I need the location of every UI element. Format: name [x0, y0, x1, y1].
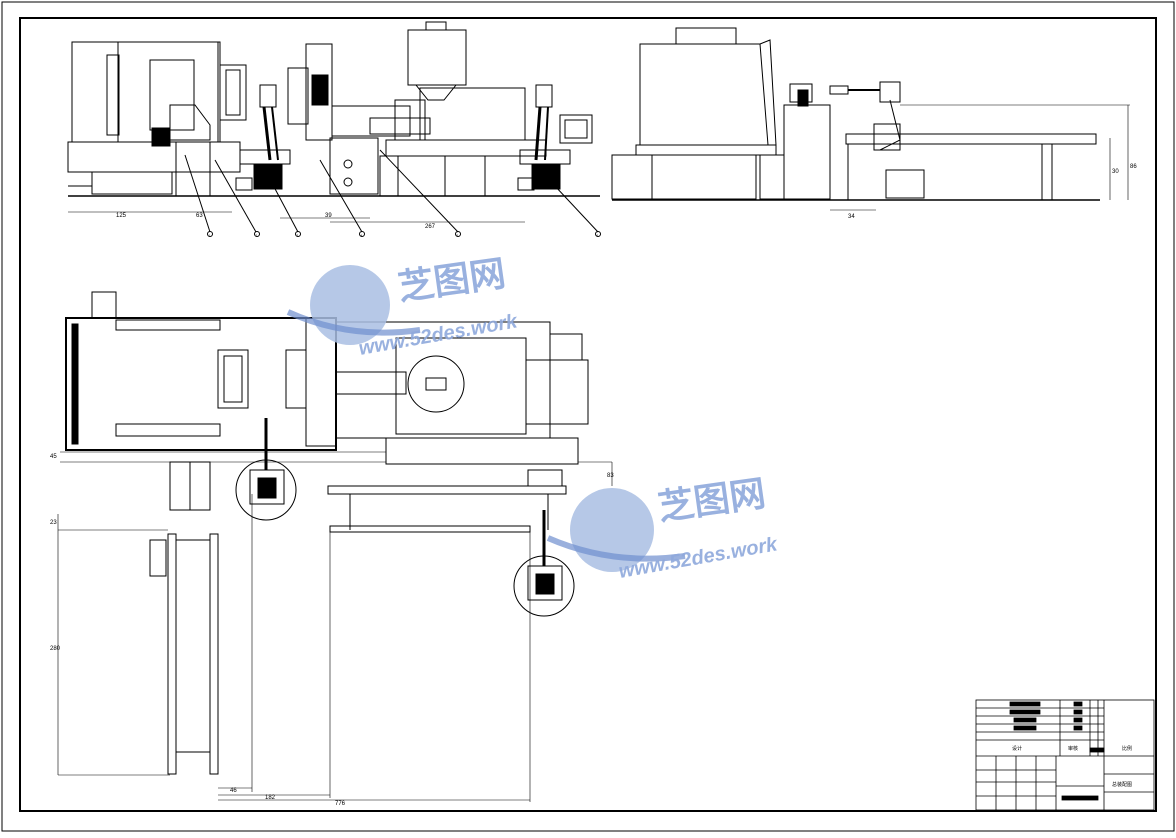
title-block-scale-label: 比例	[1122, 745, 1132, 752]
balloon-number: 5	[457, 234, 459, 238]
balloon-number: 4	[361, 234, 363, 238]
dim-plan-4: 280	[50, 646, 61, 652]
title-block-check-label: 审核	[1068, 745, 1078, 752]
dim-plan-7: 776	[335, 801, 346, 807]
watermark-brand-1: 芝图网	[395, 252, 508, 308]
front-view	[67, 21, 600, 233]
balloon-number: 3	[297, 234, 299, 238]
balloon-number: 6	[597, 234, 599, 238]
dim-plan-5: 46	[230, 788, 237, 794]
title-block-text: 设计 审核 比例 总装配图	[1012, 745, 1132, 788]
plan-dimensions: 45 83 23 280 46 182 776	[50, 454, 614, 807]
dim-side-2: 30	[1112, 169, 1119, 175]
front-balloons	[207, 231, 601, 237]
dim-plan-6: 182	[265, 795, 276, 801]
dim-side-3: 86	[1130, 164, 1137, 170]
watermark-2: 芝图网 www.52des.work	[546, 472, 780, 583]
watermark-brand-2: 芝图网	[655, 472, 768, 528]
balloon-number: 2	[256, 234, 258, 238]
title-block-design-label: 设计	[1012, 745, 1022, 752]
watermark-1: 芝图网 www.52des.work	[286, 252, 520, 360]
dim-front-4: 267	[425, 224, 436, 230]
dim-plan-2: 83	[607, 473, 614, 479]
title-block-drawing-title: 总装配图	[1112, 781, 1132, 788]
balloon-number: 1	[209, 234, 211, 238]
dim-front-3: 39	[325, 213, 332, 219]
title-block	[975, 699, 1155, 811]
front-dimensions: 125 63 39 267	[116, 213, 436, 230]
side-view	[611, 27, 1130, 211]
dim-side-1: 34	[848, 214, 855, 220]
side-dimensions: 34 30 86	[848, 164, 1137, 220]
dim-front-2: 63	[196, 213, 203, 219]
dim-plan-1: 45	[50, 454, 57, 460]
plan-view	[57, 291, 613, 802]
dim-plan-3: 23	[50, 520, 57, 526]
dim-front-1: 125	[116, 213, 127, 219]
